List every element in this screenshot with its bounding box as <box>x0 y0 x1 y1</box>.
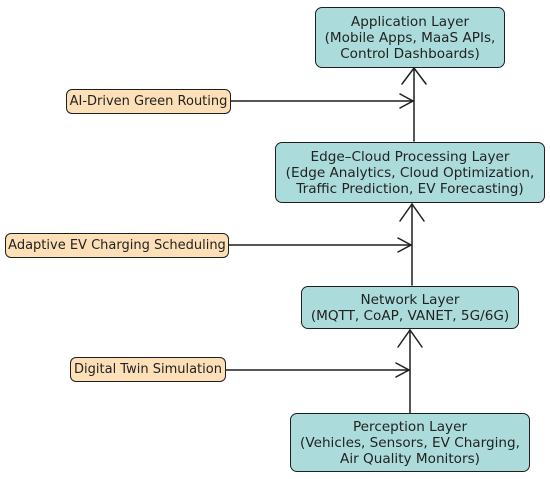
ev-charging-label: Adaptive EV Charging Scheduling <box>8 238 226 253</box>
application-layer-title: Application Layer <box>350 13 470 30</box>
perception-layer-detail-1: (Vehicles, Sensors, EV Charging, <box>300 434 520 451</box>
arrow-network-to-edge-cloud <box>399 202 425 286</box>
perception-layer-box: Perception Layer (Vehicles, Sensors, EV … <box>290 413 530 472</box>
green-routing-label: AI-Driven Green Routing <box>69 94 228 109</box>
digital-twin-box: Digital Twin Simulation <box>70 357 226 382</box>
arrow-routing-to-connector <box>229 93 415 109</box>
perception-layer-title: Perception Layer <box>352 418 468 435</box>
network-layer-title: Network Layer <box>360 291 460 308</box>
edge-cloud-layer-detail-1: (Edge Analytics, Cloud Optimization, <box>285 164 535 181</box>
digital-twin-label: Digital Twin Simulation <box>74 362 222 377</box>
arrow-twin-to-connector <box>224 362 411 378</box>
application-layer-detail-2: Control Dashboards) <box>340 45 480 62</box>
perception-layer-detail-2: Air Quality Monitors) <box>340 450 480 467</box>
edge-cloud-layer-title: Edge–Cloud Processing Layer <box>310 148 510 165</box>
application-layer-detail-1: (Mobile Apps, MaaS APIs, <box>324 29 496 46</box>
arrow-perception-to-network <box>397 328 423 414</box>
network-layer-detail-1: (MQTT, CoAP, VANET, 5G/6G) <box>310 307 510 324</box>
edge-cloud-layer-detail-2: Traffic Prediction, EV Forecasting) <box>296 180 524 197</box>
application-layer-box: Application Layer (Mobile Apps, MaaS API… <box>315 7 505 68</box>
arrow-charging-to-connector <box>227 237 413 253</box>
arrow-edge-cloud-to-application <box>401 66 427 142</box>
green-routing-box: AI-Driven Green Routing <box>66 89 231 114</box>
ev-charging-box: Adaptive EV Charging Scheduling <box>5 233 229 258</box>
edge-cloud-layer-box: Edge–Cloud Processing Layer (Edge Analyt… <box>275 142 545 203</box>
network-layer-box: Network Layer (MQTT, CoAP, VANET, 5G/6G) <box>301 286 519 329</box>
